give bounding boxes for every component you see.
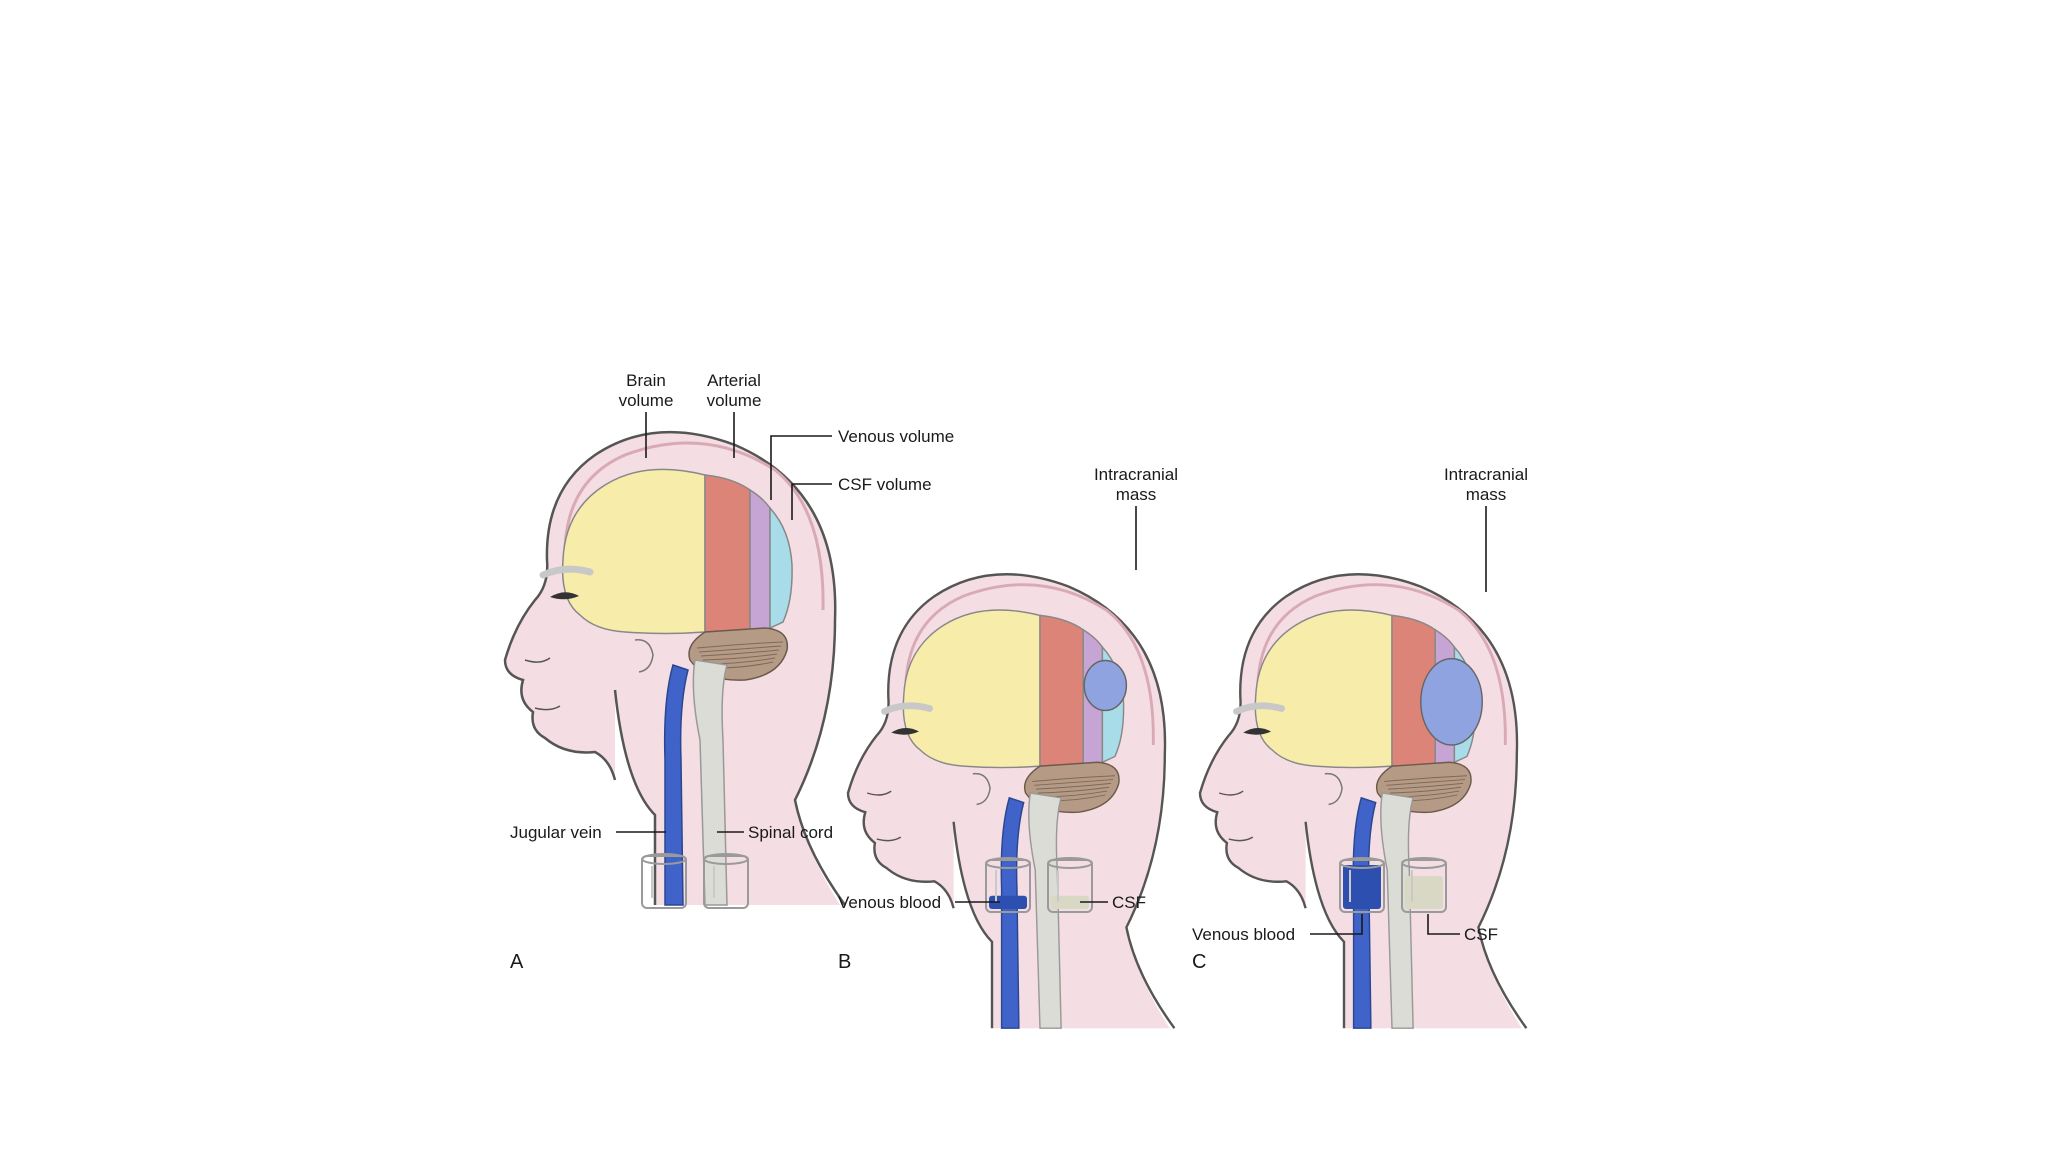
jar-venous-a-outline [641, 855, 687, 909]
eye-icon [550, 592, 579, 600]
jar-csf-c-rim [1401, 857, 1447, 869]
nostril [1218, 790, 1244, 796]
brain-region [561, 468, 706, 635]
label-brain-volume-2: volume [619, 391, 674, 410]
cerebellum-fold [1390, 786, 1462, 794]
mouth [876, 836, 902, 842]
label-arterial-volume-1: Arterial [707, 371, 761, 390]
jar-venous-c-outline [1339, 859, 1385, 913]
cerebellum-fold [1386, 779, 1465, 786]
panel-letter-b: B [838, 951, 851, 973]
jar-csf-a [703, 853, 749, 909]
nostril [524, 657, 551, 663]
brain-region [902, 609, 1041, 769]
jar-csf-c-fill [1405, 876, 1443, 909]
panel-b [846, 573, 1176, 1029]
jar-csf-b [1047, 857, 1093, 913]
csf-region [769, 506, 793, 630]
skull-line [1256, 583, 1507, 746]
spinal-cord [692, 659, 728, 906]
ear [1324, 772, 1343, 806]
cerebellum-fold [700, 649, 780, 657]
arterial-region [704, 474, 751, 636]
venous-region [749, 488, 771, 637]
jar-csf-c [1401, 857, 1447, 913]
jar-csf-b-rim [1047, 857, 1093, 869]
label-brain-volume-1: Brain [626, 371, 666, 390]
head-outline [503, 430, 847, 906]
panel-letter-a: A [510, 951, 524, 973]
label-arterial-volume-2: volume [707, 391, 762, 410]
leader-csf [791, 483, 832, 520]
jar-csf-b-outline [1047, 859, 1093, 913]
jar-venous-a [641, 853, 687, 909]
panel-c [1198, 573, 1528, 1029]
intracranial-mass [1420, 657, 1483, 746]
label-jugular-vein: Jugular vein [510, 823, 602, 842]
label-venous-blood-c: Venous blood [1192, 925, 1295, 944]
leader-venous-blood-c [1310, 914, 1363, 935]
nostril [866, 790, 892, 796]
mouth [1228, 836, 1254, 842]
intracranial-mass [1083, 659, 1128, 712]
cerebellum-fold [1036, 782, 1112, 790]
eye-icon [1243, 727, 1272, 735]
head-outline [1198, 573, 1528, 1029]
spinal-cord [1380, 792, 1415, 1029]
panel-a [503, 430, 847, 906]
leader-csf-c [1427, 914, 1460, 935]
eyebrow [1233, 702, 1285, 715]
cerebellum-fold [1034, 779, 1113, 786]
jugular-vein [663, 664, 689, 906]
eyebrow [539, 565, 594, 579]
label-csf-b: CSF [1112, 893, 1146, 912]
cerebellum-fold [1388, 782, 1464, 790]
eye-icon [891, 727, 920, 735]
cerebellum-fold [1032, 775, 1115, 782]
label-mass-b-1: Intracranial [1094, 465, 1178, 484]
leader-venous [770, 435, 832, 500]
jar-venous-b-rim [985, 857, 1031, 869]
label-csf-c: CSF [1464, 925, 1498, 944]
cerebellum-fold [1384, 775, 1467, 782]
label-csf-volume: CSF volume [838, 475, 932, 494]
label-mass-c-2: mass [1466, 485, 1507, 504]
spinal-cord [1028, 792, 1063, 1029]
cerebellum-fold [698, 645, 782, 653]
jar-venous-b-outline [985, 859, 1031, 913]
arterial-region [1039, 614, 1084, 770]
jar-csf-c-outline [1401, 859, 1447, 913]
skull-line [904, 583, 1155, 746]
label-venous-volume: Venous volume [838, 427, 954, 446]
jar-venous-c-rim [1339, 857, 1385, 869]
jar-venous-b-fill [989, 895, 1027, 909]
eyebrow [881, 702, 933, 715]
jar-csf-a-rim [703, 853, 749, 865]
panel-letter-c: C [1192, 951, 1206, 973]
jar-venous-a-rim [641, 853, 687, 865]
label-mass-b-2: mass [1116, 485, 1157, 504]
mouth [534, 705, 561, 711]
cerebellum-fold [702, 653, 778, 661]
jar-csf-b-fill [1051, 895, 1089, 909]
skull-line [563, 441, 825, 611]
jar-venous-b [985, 857, 1031, 913]
cerebellum-fold [1038, 786, 1110, 794]
cerebellum-fold [696, 641, 784, 649]
jar-venous-c [1339, 857, 1385, 913]
ear [972, 772, 991, 806]
brain-region [1254, 609, 1393, 769]
jar-venous-c-fill [1343, 865, 1381, 909]
ear [634, 639, 654, 673]
label-venous-blood-b: Venous blood [838, 893, 941, 912]
label-mass-c-1: Intracranial [1444, 465, 1528, 484]
jar-csf-a-outline [703, 855, 749, 909]
label-spinal-cord: Spinal cord [748, 823, 833, 842]
